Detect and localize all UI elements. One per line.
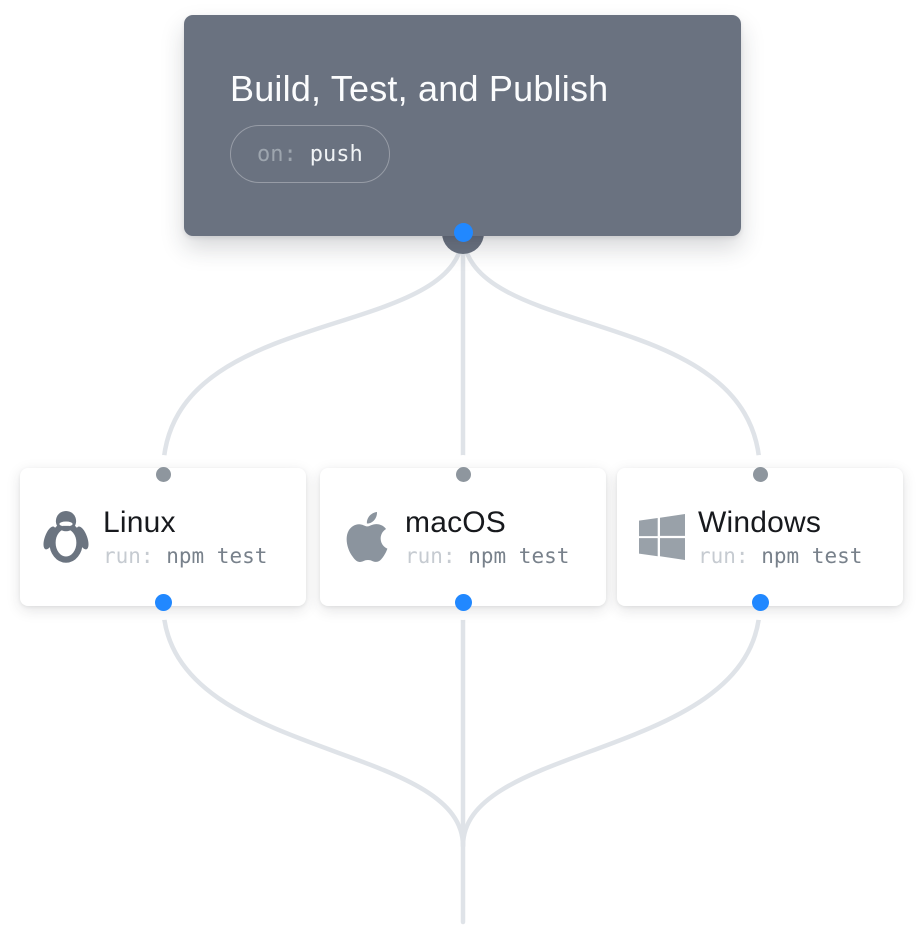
job-card-linux[interactable]: Linux run: npm test xyxy=(20,468,306,606)
run-value: npm test xyxy=(761,543,863,568)
edge-windows-to-merge xyxy=(460,599,763,849)
edge-workflow-to-windows xyxy=(460,229,763,477)
windows-output-port-dot xyxy=(751,593,769,611)
edge-linux-to-merge xyxy=(160,599,466,849)
job-title: macOS xyxy=(405,505,507,539)
trigger-value: push xyxy=(309,141,363,167)
edge-workflow-to-linux xyxy=(160,229,466,477)
job-run-command: run: npm test xyxy=(405,543,569,569)
job-title: Windows xyxy=(698,505,822,539)
run-key: run: xyxy=(103,543,154,568)
macos-output-port-dot xyxy=(454,593,472,611)
job-title: Linux xyxy=(103,505,176,539)
workflow-card[interactable]: Build, Test, and Publish on: push xyxy=(184,15,741,236)
linux-input-port-dot xyxy=(155,466,171,482)
linux-output-port-dot xyxy=(154,593,172,611)
workflow-title: Build, Test, and Publish xyxy=(230,68,609,109)
run-value: npm test xyxy=(468,543,570,568)
workflow-output-port-dot xyxy=(453,223,473,242)
apple-icon xyxy=(342,509,392,565)
job-run-command: run: npm test xyxy=(103,543,267,569)
job-run-command: run: npm test xyxy=(698,543,862,569)
macos-input-port-dot xyxy=(455,466,471,482)
run-value: npm test xyxy=(166,543,268,568)
windows-icon xyxy=(639,514,685,560)
trigger-key: on: xyxy=(257,141,297,167)
run-key: run: xyxy=(405,543,456,568)
run-key: run: xyxy=(698,543,749,568)
windows-input-port-dot xyxy=(752,466,768,482)
linux-penguin-icon xyxy=(42,510,90,564)
job-card-macos[interactable]: macOS run: npm test xyxy=(320,468,606,606)
trigger-pill: on: push xyxy=(230,125,390,183)
job-card-windows[interactable]: Windows run: npm test xyxy=(617,468,903,606)
